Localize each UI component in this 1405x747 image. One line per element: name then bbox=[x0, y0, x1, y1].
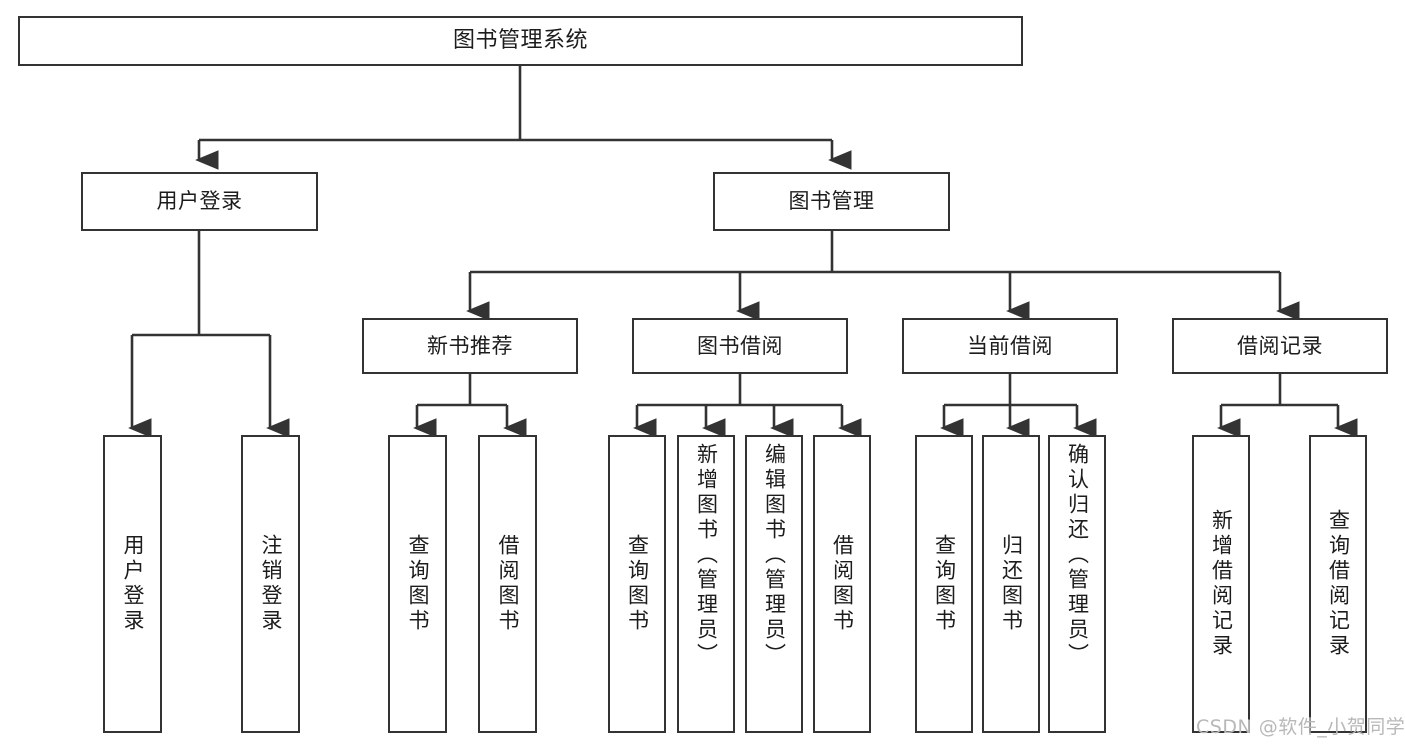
node-label: 图书借阅 bbox=[697, 333, 783, 358]
node-book-management[interactable]: 图书管理 bbox=[713, 172, 950, 231]
leaf-query-books-current[interactable]: 查询图书 bbox=[915, 435, 973, 733]
leaf-borrow-books[interactable]: 借阅图书 bbox=[813, 435, 871, 733]
node-user-login[interactable]: 用户登录 bbox=[81, 172, 318, 231]
node-label: 借阅图书 bbox=[496, 534, 520, 634]
node-label: 查询图书 bbox=[406, 534, 430, 634]
node-label: 注销登录 bbox=[259, 534, 283, 634]
node-label: 借阅图书 bbox=[830, 534, 855, 634]
leaf-query-borrow-record[interactable]: 查询借阅记录 bbox=[1309, 435, 1367, 733]
node-label: 新增图书（管理员） bbox=[694, 443, 719, 668]
leaf-add-borrow-record[interactable]: 新增借阅记录 bbox=[1192, 435, 1250, 733]
node-label: 新增借阅记录 bbox=[1209, 509, 1234, 659]
leaf-user-login[interactable]: 用户登录 bbox=[103, 435, 162, 733]
node-label: 确认归还（管理员） bbox=[1065, 443, 1090, 668]
leaf-return-books[interactable]: 归还图书 bbox=[982, 435, 1040, 733]
node-label: 查询图书 bbox=[932, 534, 957, 634]
leaf-query-books-borrow[interactable]: 查询图书 bbox=[608, 435, 666, 733]
node-label: 当前借阅 bbox=[967, 333, 1053, 358]
node-label: 用户登录 bbox=[156, 189, 243, 214]
leaf-borrow-books-new[interactable]: 借阅图书 bbox=[478, 435, 537, 733]
csdn-watermark: CSDN @软件_小贺同学 bbox=[1196, 716, 1405, 738]
leaf-add-book-admin[interactable]: 新增图书（管理员） bbox=[677, 435, 735, 733]
node-label: 查询借阅记录 bbox=[1326, 509, 1351, 659]
node-label: 归还图书 bbox=[999, 534, 1024, 634]
node-new-book-recommendation[interactable]: 新书推荐 bbox=[362, 318, 578, 374]
node-current-borrowing[interactable]: 当前借阅 bbox=[902, 318, 1118, 374]
leaf-logout[interactable]: 注销登录 bbox=[241, 435, 300, 733]
leaf-query-books-new[interactable]: 查询图书 bbox=[388, 435, 447, 733]
node-label: 借阅记录 bbox=[1237, 333, 1323, 358]
leaf-confirm-return-admin[interactable]: 确认归还（管理员） bbox=[1048, 435, 1106, 733]
leaf-edit-book-admin[interactable]: 编辑图书（管理员） bbox=[745, 435, 803, 733]
node-borrowing-records[interactable]: 借阅记录 bbox=[1172, 318, 1388, 374]
node-root-book-management-system[interactable]: 图书管理系统 bbox=[18, 16, 1023, 66]
node-label: 图书管理系统 bbox=[452, 28, 588, 54]
node-label: 查询图书 bbox=[625, 534, 650, 634]
node-label: 图书管理 bbox=[788, 189, 875, 214]
node-label: 新书推荐 bbox=[427, 333, 513, 358]
node-book-borrowing[interactable]: 图书借阅 bbox=[632, 318, 848, 374]
node-label: 用户登录 bbox=[121, 534, 145, 634]
node-label: 编辑图书（管理员） bbox=[762, 443, 787, 668]
